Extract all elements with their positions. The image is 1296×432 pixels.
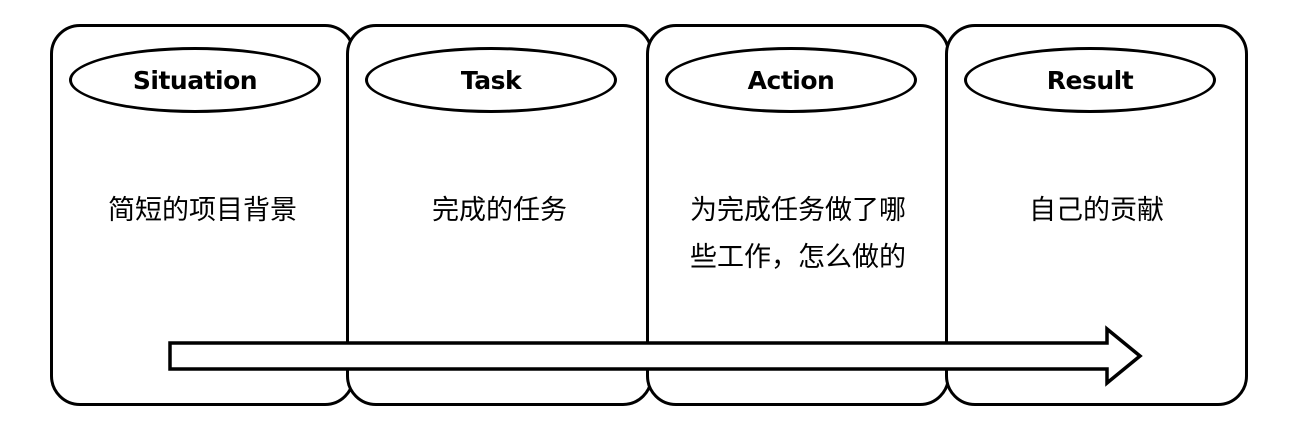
stage-panel-result: Result 自己的贡献 — [945, 24, 1248, 406]
stage-title: Action — [747, 65, 835, 95]
stage-title: Situation — [132, 65, 258, 95]
stage-description: 自己的贡献 — [1029, 195, 1164, 226]
stage-panel-task: Task 完成的任务 — [346, 24, 653, 406]
stage-panel-action: Action 为完成任务做了哪些工作，怎么做的 — [646, 24, 950, 406]
stage-title-oval: Task — [365, 47, 617, 113]
stage-description: 为完成任务做了哪些工作，怎么做的 — [690, 195, 906, 273]
stage-title: Task — [460, 65, 522, 95]
stage-panel-situation: Situation 简短的项目背景 — [50, 24, 355, 406]
stage-description: 完成的任务 — [432, 195, 567, 226]
stage-title-oval: Situation — [69, 47, 321, 113]
stage-description: 简短的项目背景 — [108, 195, 297, 226]
stage-title-oval: Action — [665, 47, 917, 113]
stage-title-oval: Result — [964, 47, 1216, 113]
stage-title: Result — [1046, 65, 1134, 95]
